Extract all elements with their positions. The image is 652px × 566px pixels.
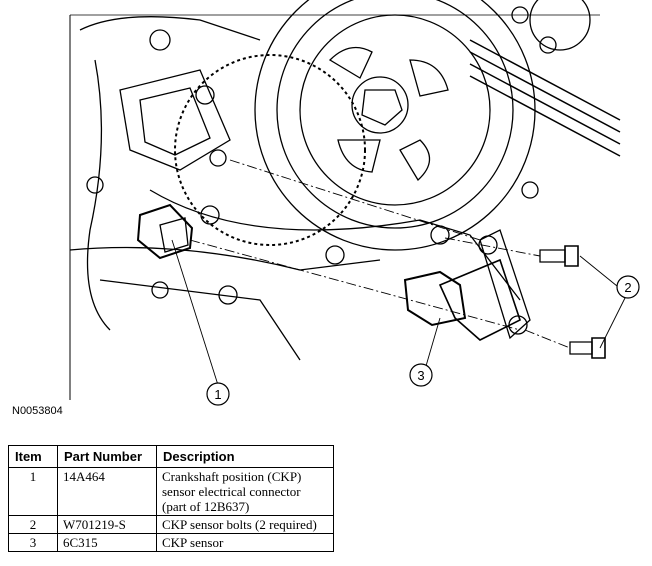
table-row: 2 W701219-S CKP sensor bolts (2 required…: [8, 515, 334, 534]
row-1-item: 1: [8, 467, 58, 516]
engine-illustration: 1 2 3: [69, 0, 640, 406]
callout-3-label: 3: [417, 368, 424, 383]
row-3-part-number: 6C315: [57, 533, 157, 552]
row-1-description-line: Crankshaft position (CKP): [162, 469, 302, 484]
row-3-item: 3: [8, 533, 58, 552]
row-2-part-number: W701219-S: [57, 515, 157, 534]
callout-1-label: 1: [214, 387, 221, 402]
row-3-description: CKP sensor: [156, 533, 334, 552]
callout-2: 2: [616, 275, 640, 299]
row-1-part-number: 14A464: [57, 467, 157, 516]
row-2-description: CKP sensor bolts (2 required): [156, 515, 334, 534]
table-row: 3 6C315 CKP sensor: [8, 533, 334, 552]
row-2-item: 2: [8, 515, 58, 534]
callout-1: 1: [206, 382, 230, 406]
row-1-description-line: sensor electrical connector: [162, 484, 301, 499]
callout-2-label: 2: [624, 280, 631, 295]
row-1-description: Crankshaft position (CKP) sensor electri…: [156, 467, 334, 516]
header-part-number: Part Number: [57, 445, 157, 468]
table-row: 1 14A464 Crankshaft position (CKP) senso…: [8, 467, 334, 516]
header-item: Item: [8, 445, 58, 468]
header-description: Description: [156, 445, 334, 468]
callout-3: 3: [409, 363, 433, 387]
parts-table: Item Part Number Description 1 14A464 Cr…: [8, 445, 334, 552]
row-1-description-line: (part of 12B637): [162, 499, 250, 514]
figure-code: N0053804: [12, 405, 63, 417]
table-header-row: Item Part Number Description: [8, 445, 334, 468]
